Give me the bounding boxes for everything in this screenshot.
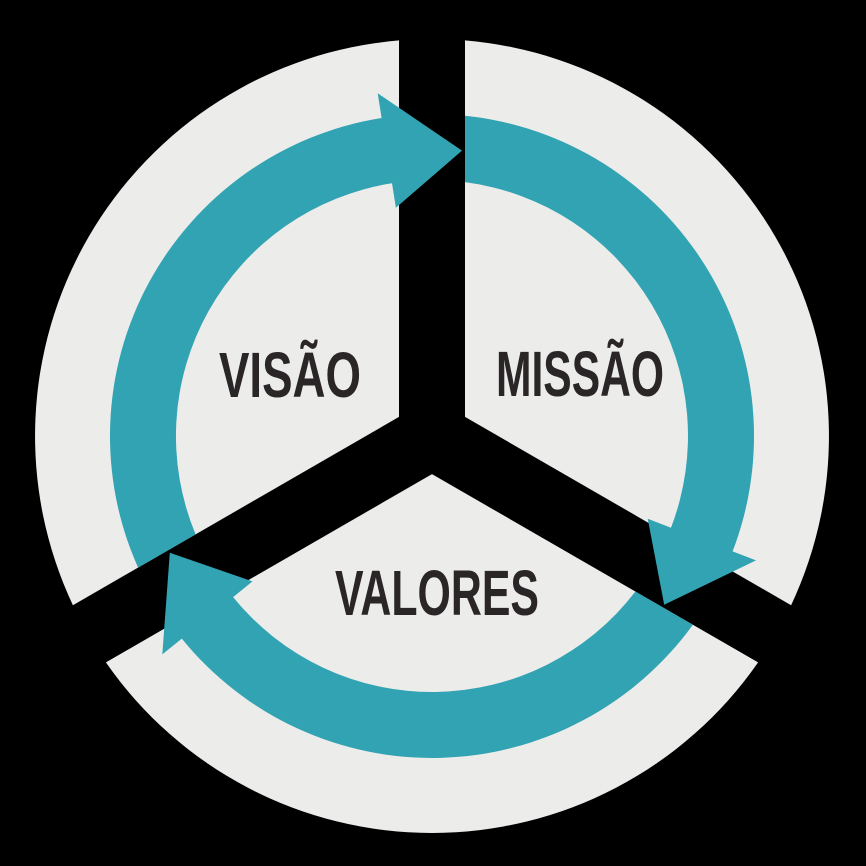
segment-valores xyxy=(105,474,759,833)
cycle-arrow-bottom-icon xyxy=(162,552,693,758)
label-valores: VALORES xyxy=(335,557,539,629)
cycle-arrow-right-icon xyxy=(465,115,756,605)
label-visao: VISÃO xyxy=(219,339,361,411)
cycle-arrow-left-icon xyxy=(109,93,462,568)
label-missao: MISSÃO xyxy=(496,338,664,410)
cycle-arrows xyxy=(109,93,756,758)
segment-labels: VISÃO MISSÃO VALORES xyxy=(219,338,664,629)
